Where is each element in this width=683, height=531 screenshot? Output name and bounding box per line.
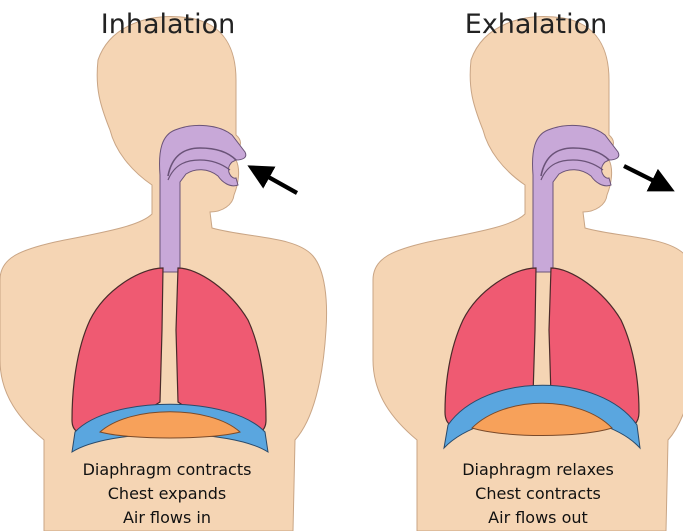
- caption-line-1: Diaphragm relaxes: [462, 460, 614, 479]
- inhalation-panel: Inhalation Diaphragm contracts Chest exp…: [0, 9, 327, 531]
- panel-title: Inhalation: [101, 9, 236, 40]
- panel-title: Exhalation: [465, 9, 607, 40]
- inhale-arrow: [254, 169, 297, 193]
- caption-line-2: Chest expands: [108, 484, 226, 503]
- caption-line-3: Air flows in: [123, 508, 211, 527]
- caption-line-3: Air flows out: [488, 508, 588, 527]
- caption-line-2: Chest contracts: [475, 484, 601, 503]
- exhalation-panel: Exhalation Diaphragm relaxes Chest contr…: [373, 9, 683, 531]
- caption-line-1: Diaphragm contracts: [83, 460, 252, 479]
- exhale-arrow: [624, 166, 668, 188]
